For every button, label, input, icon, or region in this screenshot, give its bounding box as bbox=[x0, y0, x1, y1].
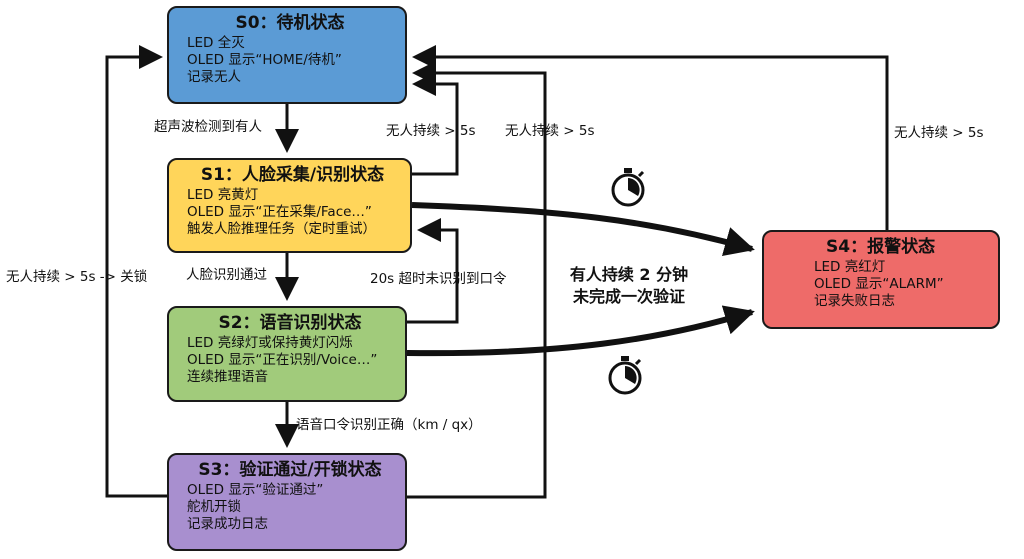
label-s2-s1: 20s 超时未识别到口令 bbox=[370, 271, 507, 287]
state-line: LED 全灭 bbox=[187, 35, 245, 51]
alarm-condition-note: 有人持续 2 分钟 未完成一次验证 bbox=[548, 264, 710, 308]
state-title: S4：报警状态 bbox=[826, 237, 936, 257]
alarm-condition-line: 有人持续 2 分钟 bbox=[569, 265, 689, 284]
alarm-condition-line: 未完成一次验证 bbox=[572, 287, 685, 306]
state-title: S2：语音识别状态 bbox=[218, 313, 362, 333]
state-title: S0：待机状态 bbox=[235, 13, 345, 33]
state-s0-standby: S0：待机状态 LED 全灭 OLED 显示“HOME/待机” 记录无人 bbox=[167, 6, 407, 104]
label-left-loop: 无人持续 > 5s -> 关锁 bbox=[6, 269, 148, 285]
state-title: S3：验证通过/开锁状态 bbox=[198, 460, 382, 480]
arrow-s2-s4 bbox=[406, 305, 755, 357]
arrow-s2-s1 bbox=[407, 218, 459, 324]
state-line: 记录失败日志 bbox=[814, 293, 895, 309]
state-line: 记录无人 bbox=[187, 69, 241, 85]
arrow-s1-s0 bbox=[412, 72, 459, 176]
label-s3-s0: 无人持续 > 5s bbox=[505, 123, 595, 139]
state-s1-face: S1：人脸采集/识别状态 LED 亮黄灯 OLED 显示“正在采集/Face…”… bbox=[167, 158, 412, 253]
state-line: 舵机开锁 bbox=[187, 499, 241, 515]
state-line: LED 亮黄灯 bbox=[187, 187, 259, 203]
state-s3-unlock: S3：验证通过/开锁状态 OLED 显示“验证通过” 舵机开锁 记录成功日志 bbox=[167, 453, 407, 551]
state-line: OLED 显示“正在采集/Face…” bbox=[187, 204, 372, 220]
state-line: OLED 显示“验证通过” bbox=[187, 482, 324, 498]
label-s4-s0: 无人持续 > 5s bbox=[894, 125, 984, 141]
state-s2-voice: S2：语音识别状态 LED 亮绿灯或保持黄灯闪烁 OLED 显示“正在识别/Vo… bbox=[167, 306, 407, 402]
label-s0-s1: 超声波检测到有人 bbox=[154, 119, 262, 135]
stopwatch-icon bbox=[611, 168, 645, 207]
label-s1-s0: 无人持续 > 5s bbox=[386, 123, 476, 139]
arrow-s1-s4 bbox=[411, 202, 755, 257]
state-line: OLED 显示“正在识别/Voice…” bbox=[187, 352, 378, 368]
stopwatch-icon bbox=[608, 356, 642, 395]
state-line: LED 亮绿灯或保持黄灯闪烁 bbox=[187, 335, 353, 351]
state-line: 连续推理语音 bbox=[187, 369, 268, 385]
arrow-s3-s0 bbox=[407, 61, 547, 499]
arrow-left-loop-s0 bbox=[105, 45, 167, 498]
state-line: OLED 显示“ALARM” bbox=[814, 276, 944, 292]
label-s2-s3: 语音口令识别正确（km / qx） bbox=[296, 417, 482, 433]
arrow-s4-s0 bbox=[412, 45, 889, 230]
state-s4-alarm: S4：报警状态 LED 亮红灯 OLED 显示“ALARM” 记录失败日志 bbox=[762, 230, 1000, 329]
label-s1-s2: 人脸识别通过 bbox=[186, 267, 267, 283]
state-line: OLED 显示“HOME/待机” bbox=[187, 52, 342, 68]
state-line: 记录成功日志 bbox=[187, 516, 268, 532]
state-line: 触发人脸推理任务（定时重试） bbox=[187, 221, 376, 237]
state-line: LED 亮红灯 bbox=[814, 259, 886, 275]
state-title: S1：人脸采集/识别状态 bbox=[200, 165, 385, 185]
